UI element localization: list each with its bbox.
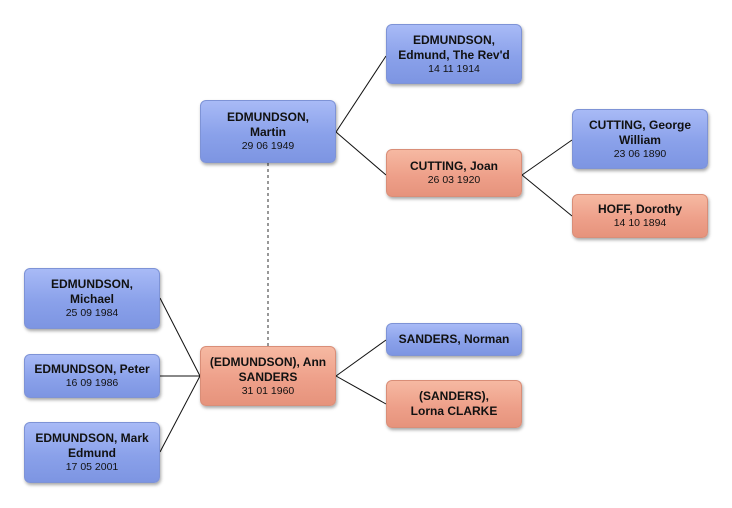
person-card-ann[interactable]: (EDMUNDSON), Ann SANDERS 31 01 1960 bbox=[200, 346, 336, 406]
person-card-lorna[interactable]: (SANDERS), Lorna CLARKE bbox=[386, 380, 522, 428]
person-name: HOFF, Dorothy bbox=[598, 202, 682, 216]
person-card-martin[interactable]: EDMUNDSON, Martin 29 06 1949 bbox=[200, 100, 336, 163]
person-card-norman[interactable]: SANDERS, Norman bbox=[386, 323, 522, 356]
link-martin-joan bbox=[335, 131, 387, 176]
person-card-dorothy[interactable]: HOFF, Dorothy 14 10 1894 bbox=[572, 194, 708, 238]
link-joan-dorothy bbox=[521, 174, 573, 217]
person-birth-date: 16 09 1986 bbox=[65, 377, 119, 389]
link-mark-ann bbox=[159, 375, 201, 453]
person-birth-date: 31 01 1960 bbox=[241, 384, 295, 397]
person-name: EDMUNDSON, Martin bbox=[226, 110, 309, 139]
person-name: EDMUNDSON, Michael bbox=[50, 277, 133, 306]
person-name: EDMUNDSON, Edmund, The Rev'd bbox=[398, 32, 510, 62]
person-card-joan[interactable]: CUTTING, Joan 26 03 1920 bbox=[386, 149, 522, 197]
link-michael-ann bbox=[159, 297, 201, 377]
person-card-rev-edmund[interactable]: EDMUNDSON, Edmund, The Rev'd 14 11 1914 bbox=[386, 24, 522, 84]
person-birth-date: 25 09 1984 bbox=[65, 307, 119, 319]
person-card-peter[interactable]: EDMUNDSON, Peter 16 09 1986 bbox=[24, 354, 160, 398]
person-birth-date: 17 05 2001 bbox=[65, 461, 119, 473]
person-name: CUTTING, Joan bbox=[409, 159, 498, 173]
person-birth-date: 23 06 1890 bbox=[613, 147, 667, 160]
person-birth-date: 14 10 1894 bbox=[613, 217, 667, 229]
person-birth-date: 14 11 1914 bbox=[428, 62, 480, 75]
person-name: EDMUNDSON, Mark Edmund bbox=[35, 431, 149, 460]
person-card-michael[interactable]: EDMUNDSON, Michael 25 09 1984 bbox=[24, 268, 160, 329]
person-name: EDMUNDSON, Peter bbox=[34, 362, 150, 376]
link-ann-norman bbox=[335, 339, 387, 377]
person-card-mark[interactable]: EDMUNDSON, Mark Edmund 17 05 2001 bbox=[24, 422, 160, 483]
person-birth-date: 29 06 1949 bbox=[241, 140, 295, 152]
link-joan-george bbox=[521, 139, 573, 176]
person-name: SANDERS, Norman bbox=[398, 332, 510, 346]
link-martin-rev-edmund bbox=[335, 55, 387, 133]
person-name: (SANDERS), Lorna CLARKE bbox=[410, 389, 498, 418]
person-name: CUTTING, George William bbox=[588, 117, 691, 147]
link-ann-lorna bbox=[335, 375, 387, 405]
person-card-george[interactable]: CUTTING, George William 23 06 1890 bbox=[572, 109, 708, 169]
person-birth-date: 26 03 1920 bbox=[427, 174, 481, 186]
person-name: (EDMUNDSON), Ann SANDERS bbox=[209, 354, 327, 384]
